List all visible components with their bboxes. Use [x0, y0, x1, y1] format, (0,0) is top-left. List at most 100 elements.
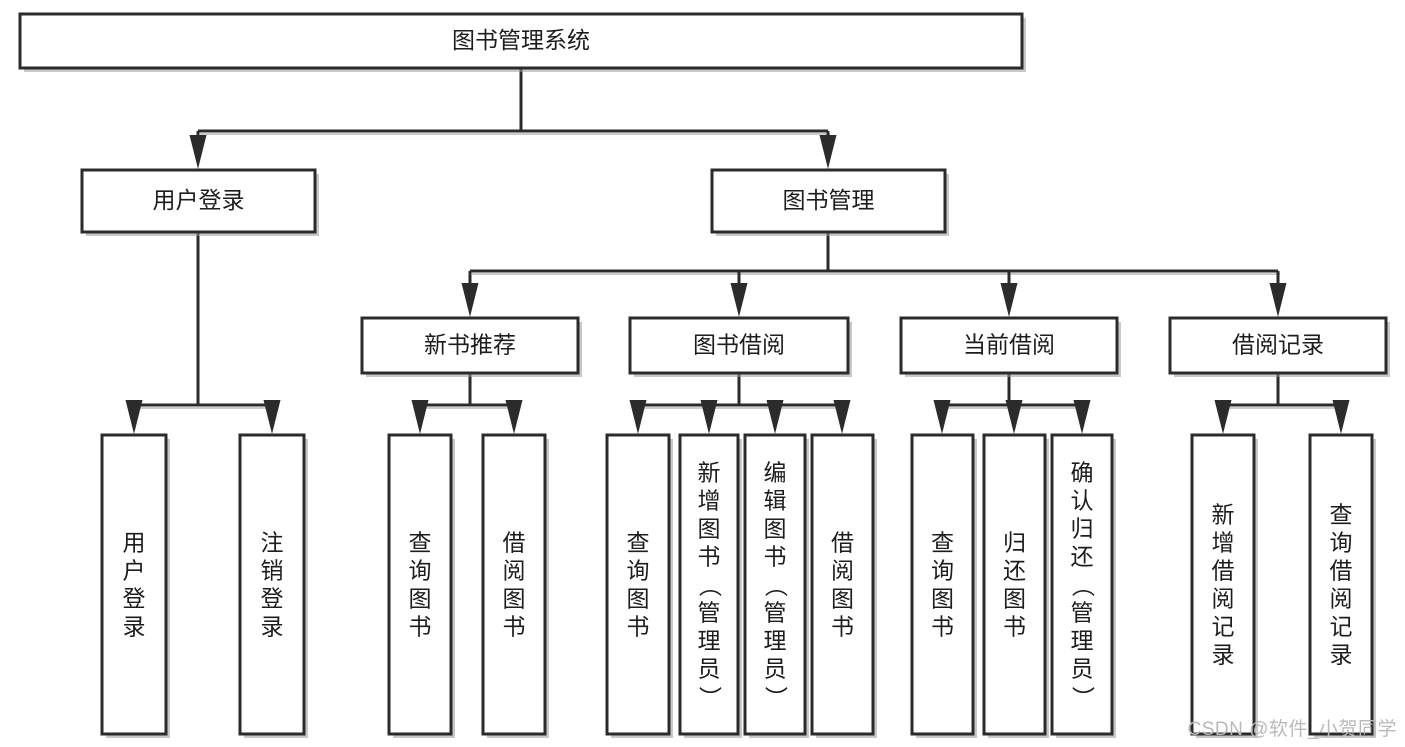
node-rect[interactable] [1050, 433, 1114, 736]
node-l2_0[interactable]: 新书推荐 [360, 316, 582, 377]
node-label-char: 书 [409, 614, 432, 640]
watermark: CSDN @软件_小贺同学 [1187, 719, 1397, 740]
arrow-head [1269, 283, 1287, 317]
node-rect[interactable] [100, 433, 168, 736]
node-label-char: ） [1070, 686, 1096, 709]
node-rect[interactable] [899, 316, 1119, 375]
node-rect[interactable] [481, 433, 547, 736]
arrow-head [700, 400, 718, 434]
node-rect[interactable] [710, 168, 947, 234]
node-label-char: 销 [261, 558, 284, 584]
node-rect[interactable] [360, 316, 580, 375]
node-label-char: 登 [123, 586, 146, 612]
node-label-char: 新 [698, 460, 721, 486]
node-rect[interactable] [1168, 316, 1388, 375]
node-rect[interactable] [238, 433, 306, 736]
node-label-char: 图 [831, 586, 854, 612]
arrow-head [933, 400, 951, 434]
node-label-char: 员 [698, 656, 721, 682]
node-label-char: 录 [1212, 642, 1235, 668]
node-l2_3[interactable]: 借阅记录 [1168, 316, 1390, 377]
node-root[interactable]: 图书管理系统 [18, 12, 1026, 72]
node-label-char: 查 [931, 530, 954, 556]
node-label-char: 录 [123, 614, 146, 640]
node-label-char: 增 [1212, 530, 1235, 556]
node-rect[interactable] [1190, 433, 1256, 736]
node-label: 图书管理系统 [452, 27, 590, 53]
arrow-head [461, 283, 479, 317]
node-label-char: 书 [503, 614, 526, 640]
node-rect[interactable] [910, 433, 975, 736]
node-label-char: 新 [1212, 502, 1235, 528]
node-label-char: 管 [1071, 600, 1094, 626]
node-label-char: （ [1070, 574, 1096, 597]
node-label-char: （ [697, 574, 723, 597]
node-rect[interactable] [810, 433, 875, 736]
node-label-char: ） [697, 686, 723, 709]
node-rect[interactable] [18, 12, 1024, 70]
connector-group-root-to-level1 [189, 68, 837, 169]
node-label-char: 图 [931, 586, 954, 612]
node-l1_0[interactable]: 用户登录 [80, 168, 319, 236]
node-label-char: 理 [698, 628, 721, 654]
node-label-char: 增 [698, 488, 721, 514]
node-rect[interactable] [1308, 433, 1374, 736]
node-rect[interactable] [387, 433, 453, 736]
node-leaf_0[interactable]: 用户登录 [100, 433, 170, 738]
node-label-char: 书 [931, 614, 954, 640]
node-rect[interactable] [743, 433, 807, 736]
node-label-char: 阅 [503, 558, 526, 584]
node-label-char: 还 [1003, 558, 1026, 584]
node-label-char: 图 [1003, 586, 1026, 612]
node-label-char: 还 [1071, 544, 1094, 570]
node-label-char: 理 [764, 628, 787, 654]
node-rect[interactable] [678, 433, 740, 736]
arrow-head [125, 400, 143, 434]
node-rect[interactable] [628, 316, 850, 375]
node-rect[interactable] [982, 433, 1047, 736]
arrow-head [505, 400, 523, 434]
node-label: 图书借阅 [693, 332, 785, 358]
node-label-char: 编 [764, 460, 787, 486]
node-label-char: 管 [764, 600, 787, 626]
node-label-char: 查 [627, 530, 650, 556]
arrow-head [1005, 400, 1023, 434]
node-label-char: 阅 [1330, 586, 1353, 612]
node-rect[interactable] [80, 168, 317, 234]
node-label-char: 阅 [1212, 586, 1235, 612]
arrow-head [411, 400, 429, 434]
node-label-char: 询 [1330, 530, 1353, 556]
node-label-char: 归 [1003, 530, 1026, 556]
node-label-char: 阅 [831, 558, 854, 584]
node-label-char: 管 [698, 600, 721, 626]
node-l2_1[interactable]: 图书借阅 [628, 316, 852, 377]
arrow-head [833, 400, 851, 434]
node-l2_2[interactable]: 当前借阅 [899, 316, 1121, 377]
node-label-char: 注 [261, 530, 284, 556]
node-l1_1[interactable]: 图书管理 [710, 168, 949, 236]
node-label-char: 记 [1330, 614, 1353, 640]
node-rect[interactable] [605, 433, 671, 736]
node-label-char: ） [763, 686, 789, 709]
node-label-char: 图 [698, 516, 721, 542]
node-layer: 图书管理系统用户登录图书管理新书推荐图书借阅当前借阅借阅记录用户登录注销登录查询… [18, 12, 1390, 738]
node-label: 新书推荐 [424, 332, 516, 358]
node-label-char: 书 [1003, 614, 1026, 640]
connector-group-newbook-to-leaves [411, 373, 523, 434]
node-label-char: 图 [503, 586, 526, 612]
node-label-char: 认 [1071, 488, 1094, 514]
